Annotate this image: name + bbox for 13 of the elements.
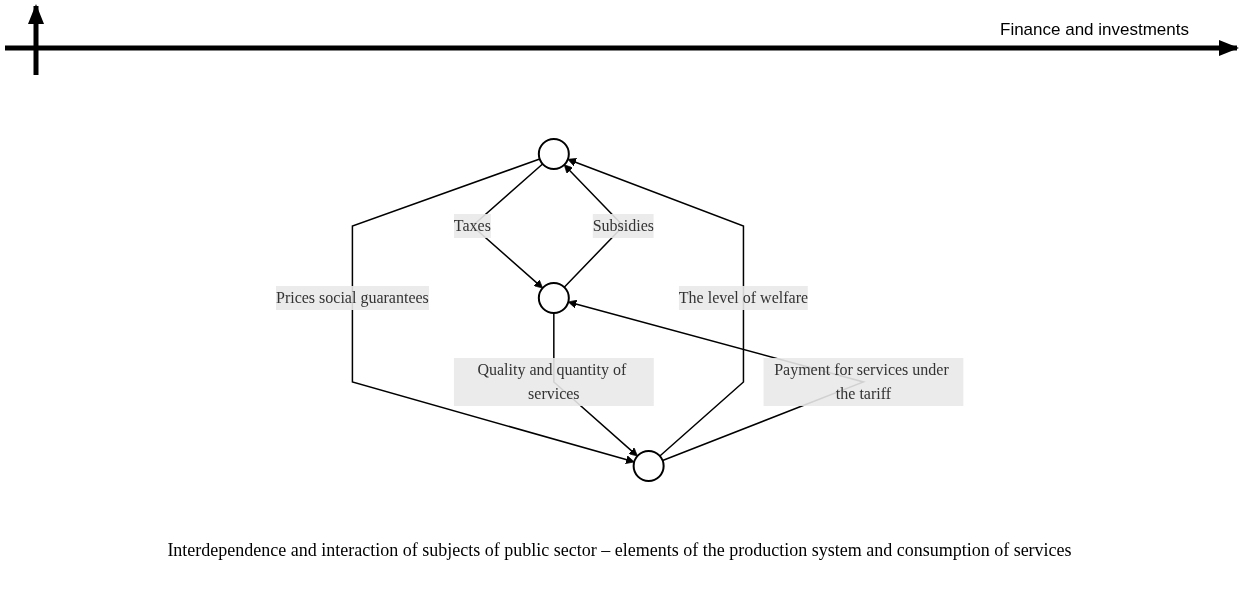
edge-label: Payment for services under the tariff (773, 361, 949, 402)
arrow (567, 158, 744, 457)
edge-label: Taxes (453, 217, 491, 234)
node-ellipse (537, 282, 570, 314)
edge-label: Prices social guarantees (275, 289, 429, 306)
edge-label: Subsidies (592, 217, 654, 234)
node-ellipse (537, 138, 570, 170)
edge-label: The level of welfare (678, 289, 808, 306)
axis-label: Finance and investments (1000, 20, 1189, 39)
arrow (351, 158, 635, 464)
node-ellipse (632, 450, 665, 482)
caption: Interdependence and interaction of subjects of public sector – elements of the production system and consumption of services (167, 540, 1072, 560)
edge-label: Quality and quantity of services (477, 361, 627, 402)
